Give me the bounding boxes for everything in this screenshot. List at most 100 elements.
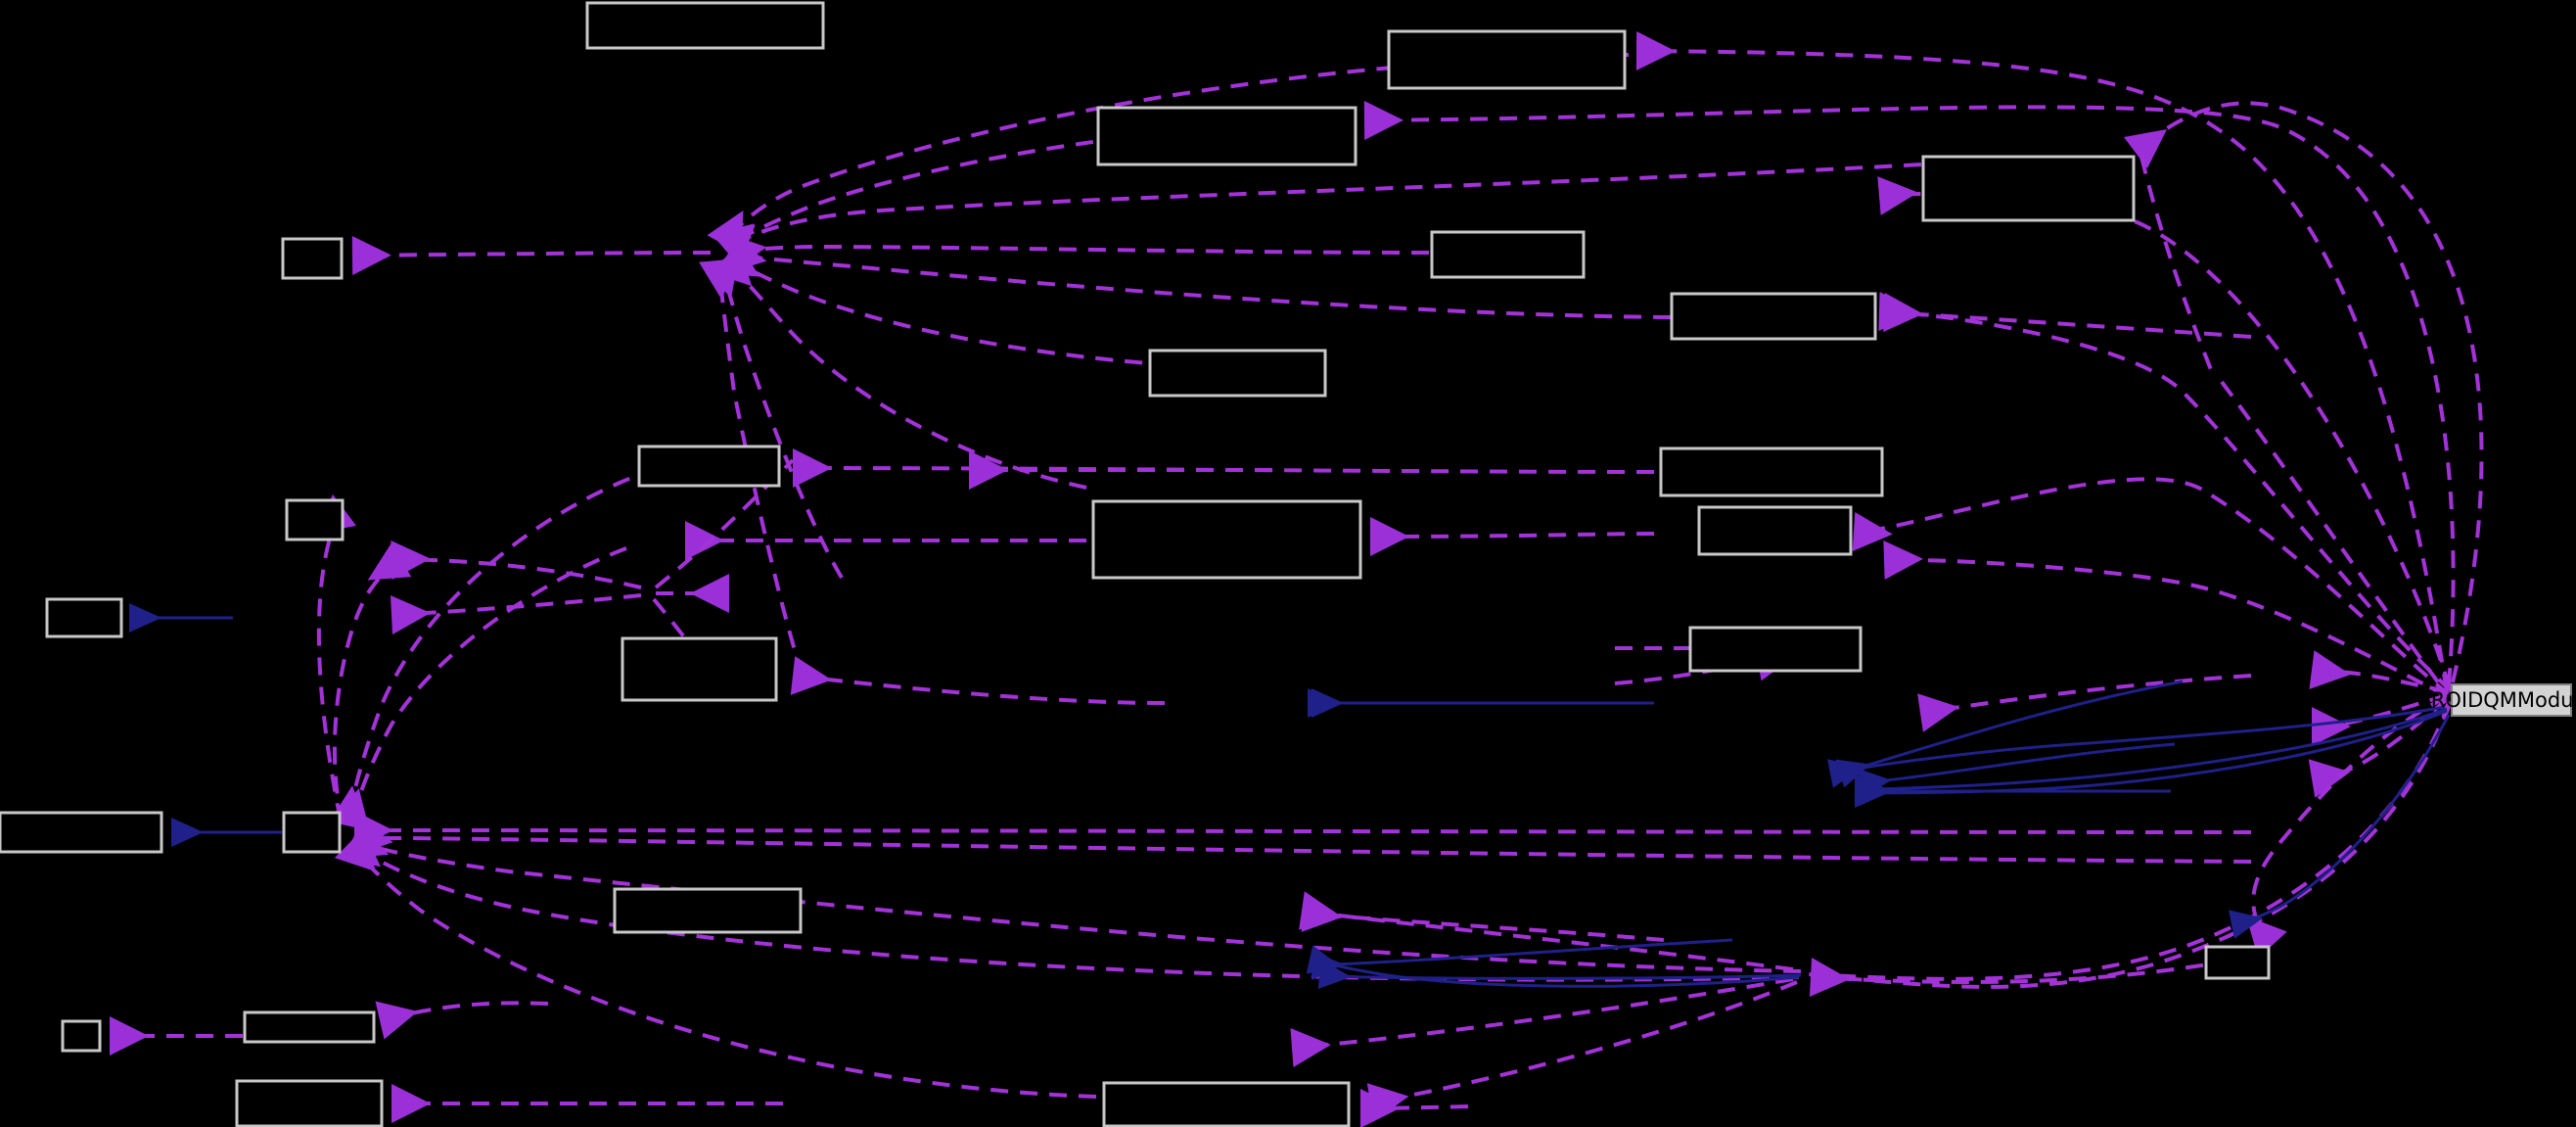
node-box[interactable]	[1697, 505, 1853, 556]
node-box[interactable]	[2204, 945, 2271, 980]
edge-usage	[790, 656, 1166, 705]
edge-usage	[334, 829, 1097, 1099]
graph-node-focus[interactable]: ROIDQMModule	[2431, 683, 2576, 717]
node-box[interactable]	[282, 811, 342, 854]
graph-node[interactable]	[613, 887, 803, 934]
node-box[interactable]	[1091, 499, 1362, 580]
node-box[interactable]	[61, 1019, 102, 1053]
graph-node[interactable]	[281, 237, 344, 280]
edge-usage	[391, 593, 642, 634]
edge-usage	[375, 1001, 549, 1040]
node-box[interactable]	[45, 597, 123, 638]
node-label: ROIDQMModule	[2431, 688, 2576, 712]
node-box[interactable]	[281, 237, 344, 280]
graph-node[interactable]	[1387, 29, 1627, 90]
graph-node[interactable]	[235, 1079, 384, 1127]
edge-usage	[1878, 292, 2454, 693]
edge-usage	[345, 822, 1802, 973]
edge-usage	[2311, 693, 2448, 746]
edge-usage	[1369, 517, 1655, 556]
edge-usage	[351, 818, 2252, 864]
graph-node[interactable]	[637, 445, 781, 488]
edge-usage	[1883, 540, 2450, 699]
edge-include	[1854, 707, 2448, 804]
edge-usage	[2123, 101, 2484, 683]
edge-usage	[699, 258, 805, 677]
node-box[interactable]	[285, 498, 345, 541]
edge-usage	[2220, 380, 2441, 685]
node-box[interactable]	[637, 445, 781, 488]
edge-usage	[338, 826, 1800, 982]
edge-usage	[1852, 477, 2452, 697]
graph-node[interactable]	[282, 811, 342, 854]
node-box[interactable]	[1670, 292, 1877, 341]
edge-usage	[2139, 156, 2214, 373]
node-box[interactable]	[1148, 349, 1327, 398]
edge-usage	[331, 546, 627, 831]
node-box[interactable]	[1102, 1081, 1351, 1127]
graph-node[interactable]	[1688, 626, 1863, 673]
node-box[interactable]	[621, 636, 778, 702]
edge-include	[1835, 680, 2184, 788]
edge-usage	[1917, 674, 2252, 732]
graph-node[interactable]	[61, 1019, 102, 1053]
edge-usage	[333, 542, 412, 823]
edge-usage	[1883, 293, 2252, 339]
edge-include	[1311, 938, 1733, 980]
edge-usage	[1290, 977, 1794, 1067]
node-box[interactable]	[1387, 29, 1627, 90]
edge-include	[1854, 709, 2448, 808]
edge-usage	[1805, 702, 2452, 989]
graph-node[interactable]	[0, 811, 163, 854]
include-edges	[129, 603, 2451, 989]
edge-usage	[1299, 891, 1794, 971]
edge-include	[1317, 960, 1802, 989]
node-box[interactable]	[0, 811, 163, 854]
node-box[interactable]	[1921, 155, 2136, 222]
node-box[interactable]	[235, 1079, 384, 1127]
graph-node[interactable]	[2204, 945, 2271, 980]
graph-node[interactable]	[1091, 499, 1362, 580]
graph-node[interactable]	[1921, 155, 2136, 222]
graph-node[interactable]	[1102, 1081, 1351, 1127]
graph-node[interactable]	[1670, 292, 1877, 341]
graph-node[interactable]	[243, 1010, 376, 1044]
edge-include	[2229, 714, 2451, 939]
edge-usage	[391, 540, 642, 589]
edge-usage	[2309, 650, 2448, 693]
node-box[interactable]	[243, 1010, 376, 1044]
edge-usage	[707, 53, 1630, 255]
edge-usage	[351, 236, 712, 275]
edge-usage	[1363, 101, 2456, 686]
graph-node[interactable]	[1430, 230, 1586, 279]
edge-usage	[713, 163, 1922, 265]
graph-node[interactable]	[621, 636, 778, 702]
focus-node-box[interactable]	[2451, 683, 2572, 717]
graph-node[interactable]	[1697, 505, 1853, 556]
edge-usage	[724, 235, 1672, 319]
edge-usage	[1635, 31, 2449, 692]
node-box[interactable]	[1430, 230, 1586, 279]
edge-include	[1306, 945, 1800, 988]
node-box[interactable]	[1659, 446, 1884, 497]
graph-node[interactable]	[1148, 349, 1327, 398]
edge-usage	[329, 458, 686, 826]
graph-node[interactable]	[1659, 446, 1884, 497]
graph-node[interactable]	[585, 1, 825, 50]
node-box[interactable]	[585, 1, 825, 50]
graph-node[interactable]	[285, 498, 345, 541]
edge-usage	[2246, 695, 2448, 959]
graph-node[interactable]	[1096, 106, 1357, 166]
edge-usage	[1809, 953, 2262, 997]
edge-usage	[701, 255, 844, 580]
edge-usage	[354, 811, 2252, 850]
edge-include	[1858, 742, 2176, 798]
edge-usage	[1366, 980, 1798, 1122]
node-box[interactable]	[1096, 106, 1357, 166]
graph-node[interactable]	[45, 597, 123, 638]
node-box[interactable]	[613, 887, 803, 934]
node-box[interactable]	[1688, 626, 1863, 673]
